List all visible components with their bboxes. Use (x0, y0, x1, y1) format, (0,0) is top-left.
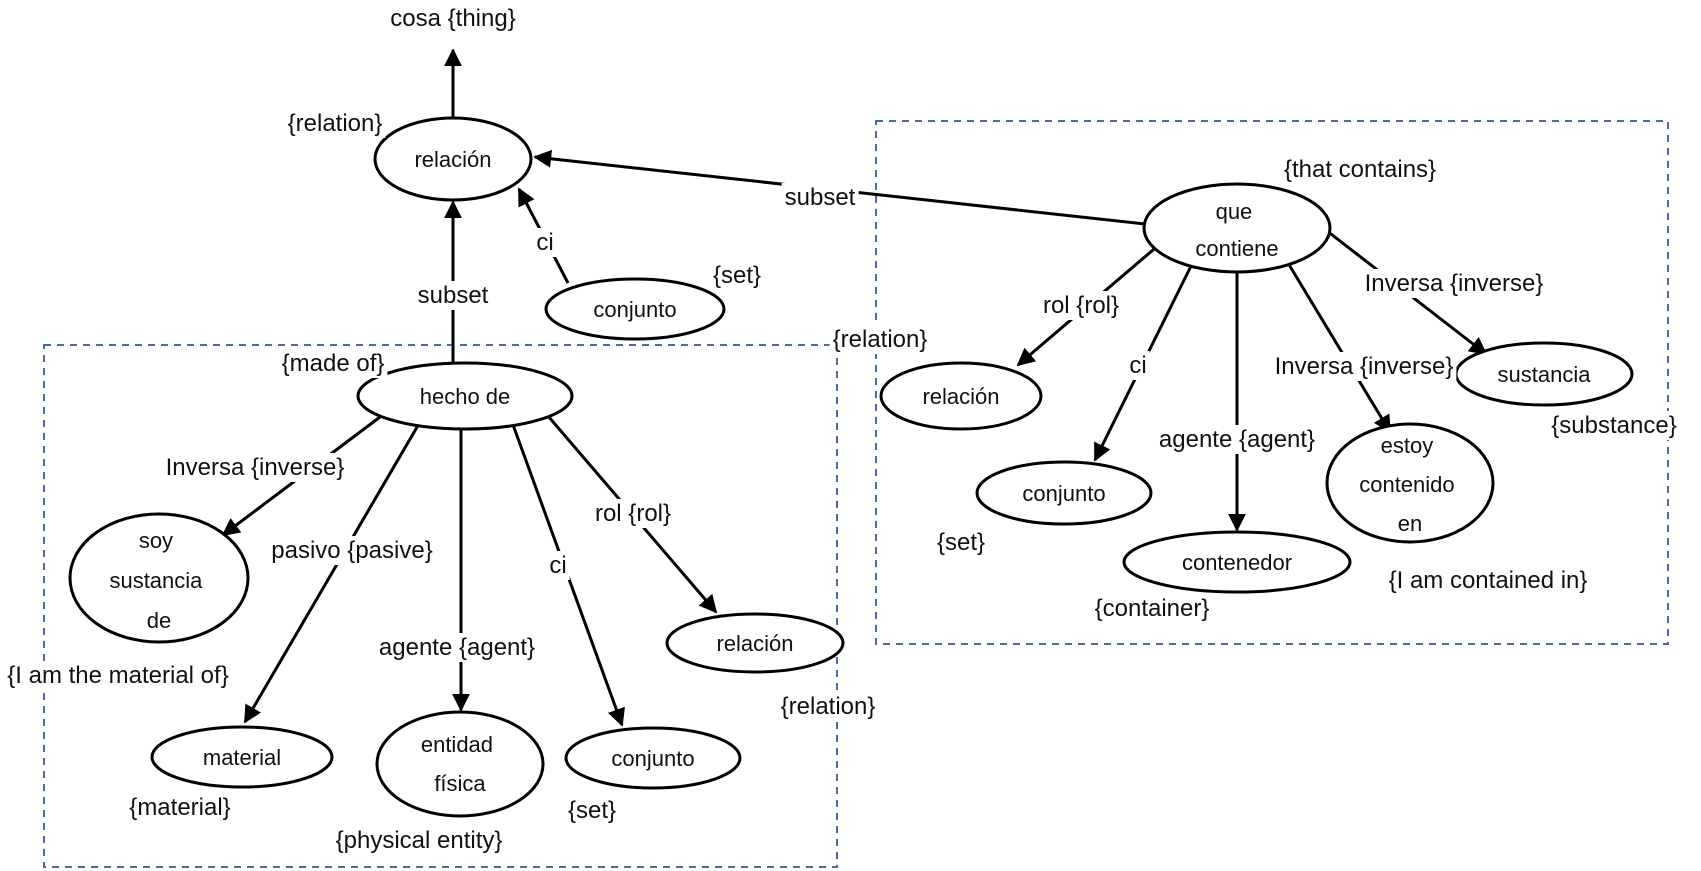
node-relacion-top-label: relación (414, 147, 491, 172)
node-relacion-top: relación (373, 116, 533, 202)
label-set-right: {set} (937, 529, 985, 556)
label-rol-left: rol {rol} (595, 500, 671, 527)
node-relacion-left: relación (665, 612, 845, 674)
node-relacion-left-label: relación (716, 631, 793, 656)
node-que-contiene-label: que contiene (1195, 199, 1278, 261)
label-halo (546, 551, 570, 580)
node-relacion-right: relación (879, 361, 1043, 431)
label-halo (332, 826, 506, 855)
label-relation-top: {relation} (288, 110, 383, 137)
label-halo (375, 633, 539, 662)
label-halo (284, 109, 386, 138)
label-halo (533, 228, 557, 257)
label-relation-right: {relation} (833, 326, 928, 353)
label-halo (1548, 411, 1680, 440)
node-conjunto-left-label: conjunto (611, 746, 694, 771)
label-agente-right: agente {agent} (1159, 426, 1315, 453)
label-am-contained: {I am contained in} (1389, 567, 1588, 594)
label-halo (1271, 352, 1457, 381)
label-halo (1126, 351, 1150, 380)
label-inversa-left: Inversa {inverse} (166, 454, 345, 481)
label-inversa-right-2: Inversa {inverse} (1275, 353, 1454, 380)
label-halo (781, 183, 859, 212)
label-set-top: {set} (713, 262, 761, 289)
label-cosa-thing: cosa {thing} (390, 5, 515, 32)
label-halo (1385, 566, 1591, 595)
label-set-left: {set} (568, 797, 616, 824)
node-conjunto-right: conjunto (975, 460, 1153, 526)
label-halo (126, 793, 234, 822)
label-halo (278, 349, 388, 378)
label-physical-entity: {physical entity} (336, 827, 503, 854)
node-conjunto-left: conjunto (564, 726, 742, 790)
label-substance: {substance} (1551, 412, 1676, 439)
node-hecho-de-label: hecho de (420, 384, 511, 409)
label-rol-right: rol {rol} (1043, 292, 1119, 319)
label-halo (709, 261, 765, 290)
left-group-box (43, 344, 838, 868)
label-that-contains: {that contains} (1284, 156, 1436, 183)
label-ci-top: ci (536, 229, 553, 256)
label-halo (777, 692, 879, 721)
label-halo (162, 453, 348, 482)
label-halo (1039, 291, 1123, 320)
label-agente-left: agente {agent} (379, 634, 535, 661)
node-entidad-fisica-label: entidad física (421, 732, 499, 796)
label-material-translation: {material} (129, 794, 230, 821)
node-sustancia: sustancia (1454, 341, 1634, 407)
label-halo (933, 528, 989, 557)
edge-hecho-material (243, 421, 422, 724)
label-relation-left: {relation} (781, 693, 876, 720)
label-halo (591, 499, 675, 528)
labels: cosa {thing} {relation} subset ci {set} … (4, 4, 1680, 855)
node-conjunto-top: conjunto (544, 277, 726, 341)
label-halo (1155, 425, 1319, 454)
label-made-of: {made of} (282, 350, 385, 377)
node-contenedor: contenedor (1122, 530, 1352, 594)
label-halo (829, 325, 931, 354)
label-halo (1361, 269, 1547, 298)
node-relacion-right-label: relación (922, 384, 999, 409)
label-halo (1280, 155, 1440, 184)
node-entidad-fisica: entidad física (375, 710, 545, 818)
right-group-box (875, 120, 1669, 645)
node-material-label: material (203, 745, 281, 770)
label-halo (387, 4, 519, 33)
label-container: {container} (1095, 595, 1210, 622)
label-halo (268, 536, 436, 565)
node-material: material (150, 725, 334, 789)
label-am-material: {I am the material of} (7, 662, 228, 689)
node-conjunto-top-label: conjunto (593, 297, 676, 322)
edge-que-estoy (1283, 257, 1392, 434)
node-soy-sustancia-de-label: soy sustancia de (109, 528, 208, 633)
label-halo (4, 661, 232, 690)
label-halo (1091, 594, 1213, 623)
label-halo (414, 281, 492, 310)
node-estoy-contenido-en-label: estoy contenido en (1359, 433, 1461, 536)
node-contenedor-label: contenedor (1182, 550, 1292, 575)
node-que-contiene: que contiene (1142, 182, 1332, 274)
label-inversa-right-1: Inversa {inverse} (1365, 270, 1544, 297)
label-ci-right: ci (1129, 352, 1146, 379)
node-estoy-contenido-en: estoy contenido en (1325, 422, 1495, 544)
node-soy-sustancia-de: soy sustancia de (68, 512, 250, 644)
node-sustancia-label: sustancia (1498, 362, 1592, 387)
label-ci-left: ci (549, 552, 566, 579)
node-conjunto-right-label: conjunto (1022, 481, 1105, 506)
label-halo (564, 796, 620, 825)
label-subset-right: subset (785, 184, 856, 211)
label-subset-vertical: subset (418, 282, 489, 309)
label-pasivo: pasivo {pasive} (271, 537, 432, 564)
node-hecho-de: hecho de (356, 361, 574, 431)
